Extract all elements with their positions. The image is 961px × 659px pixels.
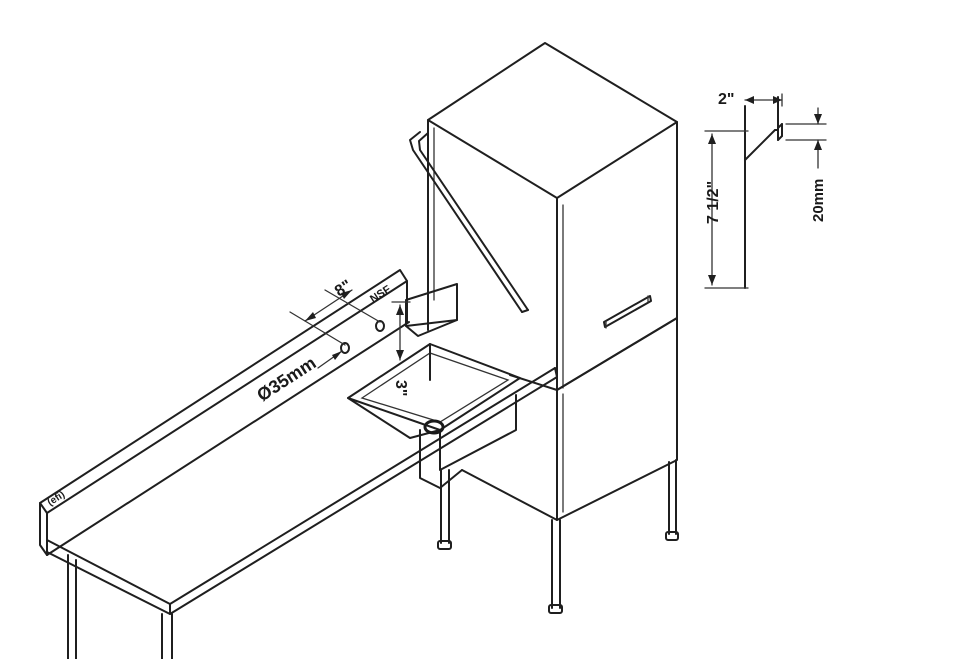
faucet-holes xyxy=(289,289,411,369)
dish-table xyxy=(39,269,558,659)
hood-handle xyxy=(603,295,652,329)
backsplash-top xyxy=(39,269,408,514)
faucet-hole-left xyxy=(340,342,350,354)
splash-height-label: 3" xyxy=(392,380,409,396)
pre-rinse-sink xyxy=(347,283,521,471)
hole-diameter-label: Ø35mm xyxy=(253,353,319,406)
lift-bar xyxy=(409,131,529,313)
dishwasher-cabinet xyxy=(409,42,679,614)
lip-width-label: 2" xyxy=(718,91,734,108)
cabinet-legs xyxy=(437,459,679,614)
faucet-hole-right xyxy=(375,320,385,332)
lip-profile-detail xyxy=(704,93,827,289)
hole-spacing-label: 8" xyxy=(332,277,355,300)
nsf-label: NSF xyxy=(368,283,393,305)
lip-thickness-label: 20mm xyxy=(810,179,827,222)
lip-height-label: 7 1/2" xyxy=(705,181,722,224)
drain-icon xyxy=(423,419,445,435)
logo-label: (efi) xyxy=(46,489,67,508)
